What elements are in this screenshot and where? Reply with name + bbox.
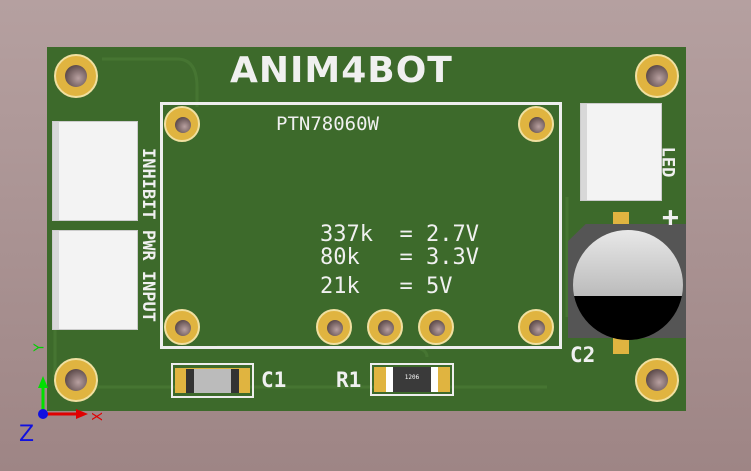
z-axis-label: Z [19, 422, 35, 447]
led-connector [580, 103, 662, 201]
c2-lead [613, 212, 629, 226]
pin-hole [418, 309, 454, 345]
mounting-hole [635, 54, 679, 98]
note-line: 337k = 2.7V [320, 222, 479, 247]
y-axis-label: Y [32, 343, 48, 352]
r1-body: 1206 [386, 367, 438, 392]
c2-lead [613, 336, 629, 354]
c1-label: C1 [261, 368, 287, 392]
brand-logo: ANIM4BOT [230, 50, 453, 91]
z-axis [38, 409, 48, 419]
c1-body [186, 369, 239, 393]
mounting-hole [54, 54, 98, 98]
led-label: LED [657, 146, 678, 178]
pin-hole [518, 106, 554, 142]
axis-gizmo [38, 376, 88, 419]
mounting-hole [635, 358, 679, 402]
inhibit-connector [52, 121, 138, 221]
r1-label: R1 [336, 368, 362, 392]
x-axis-label: X [90, 412, 106, 421]
pin-hole [164, 106, 200, 142]
pin-hole [164, 309, 200, 345]
mounting-hole [54, 358, 98, 402]
pin-hole [518, 309, 554, 345]
module-outline [160, 102, 562, 349]
pin-hole [367, 309, 403, 345]
capacitor-top [573, 230, 683, 340]
pin-hole [316, 309, 352, 345]
c1-outline [171, 363, 254, 398]
c2-label: C2 [570, 343, 596, 367]
note-line: 80k = 3.3V [320, 245, 479, 270]
r1-outline [370, 363, 454, 396]
note-line: 21k = 5V [320, 274, 453, 299]
left-connector-label: INHIBIT PWR INPUT [138, 148, 158, 322]
pwr-input-connector [52, 230, 138, 330]
plus-marker: + [662, 200, 679, 233]
module-label: PTN78060W [276, 113, 379, 135]
